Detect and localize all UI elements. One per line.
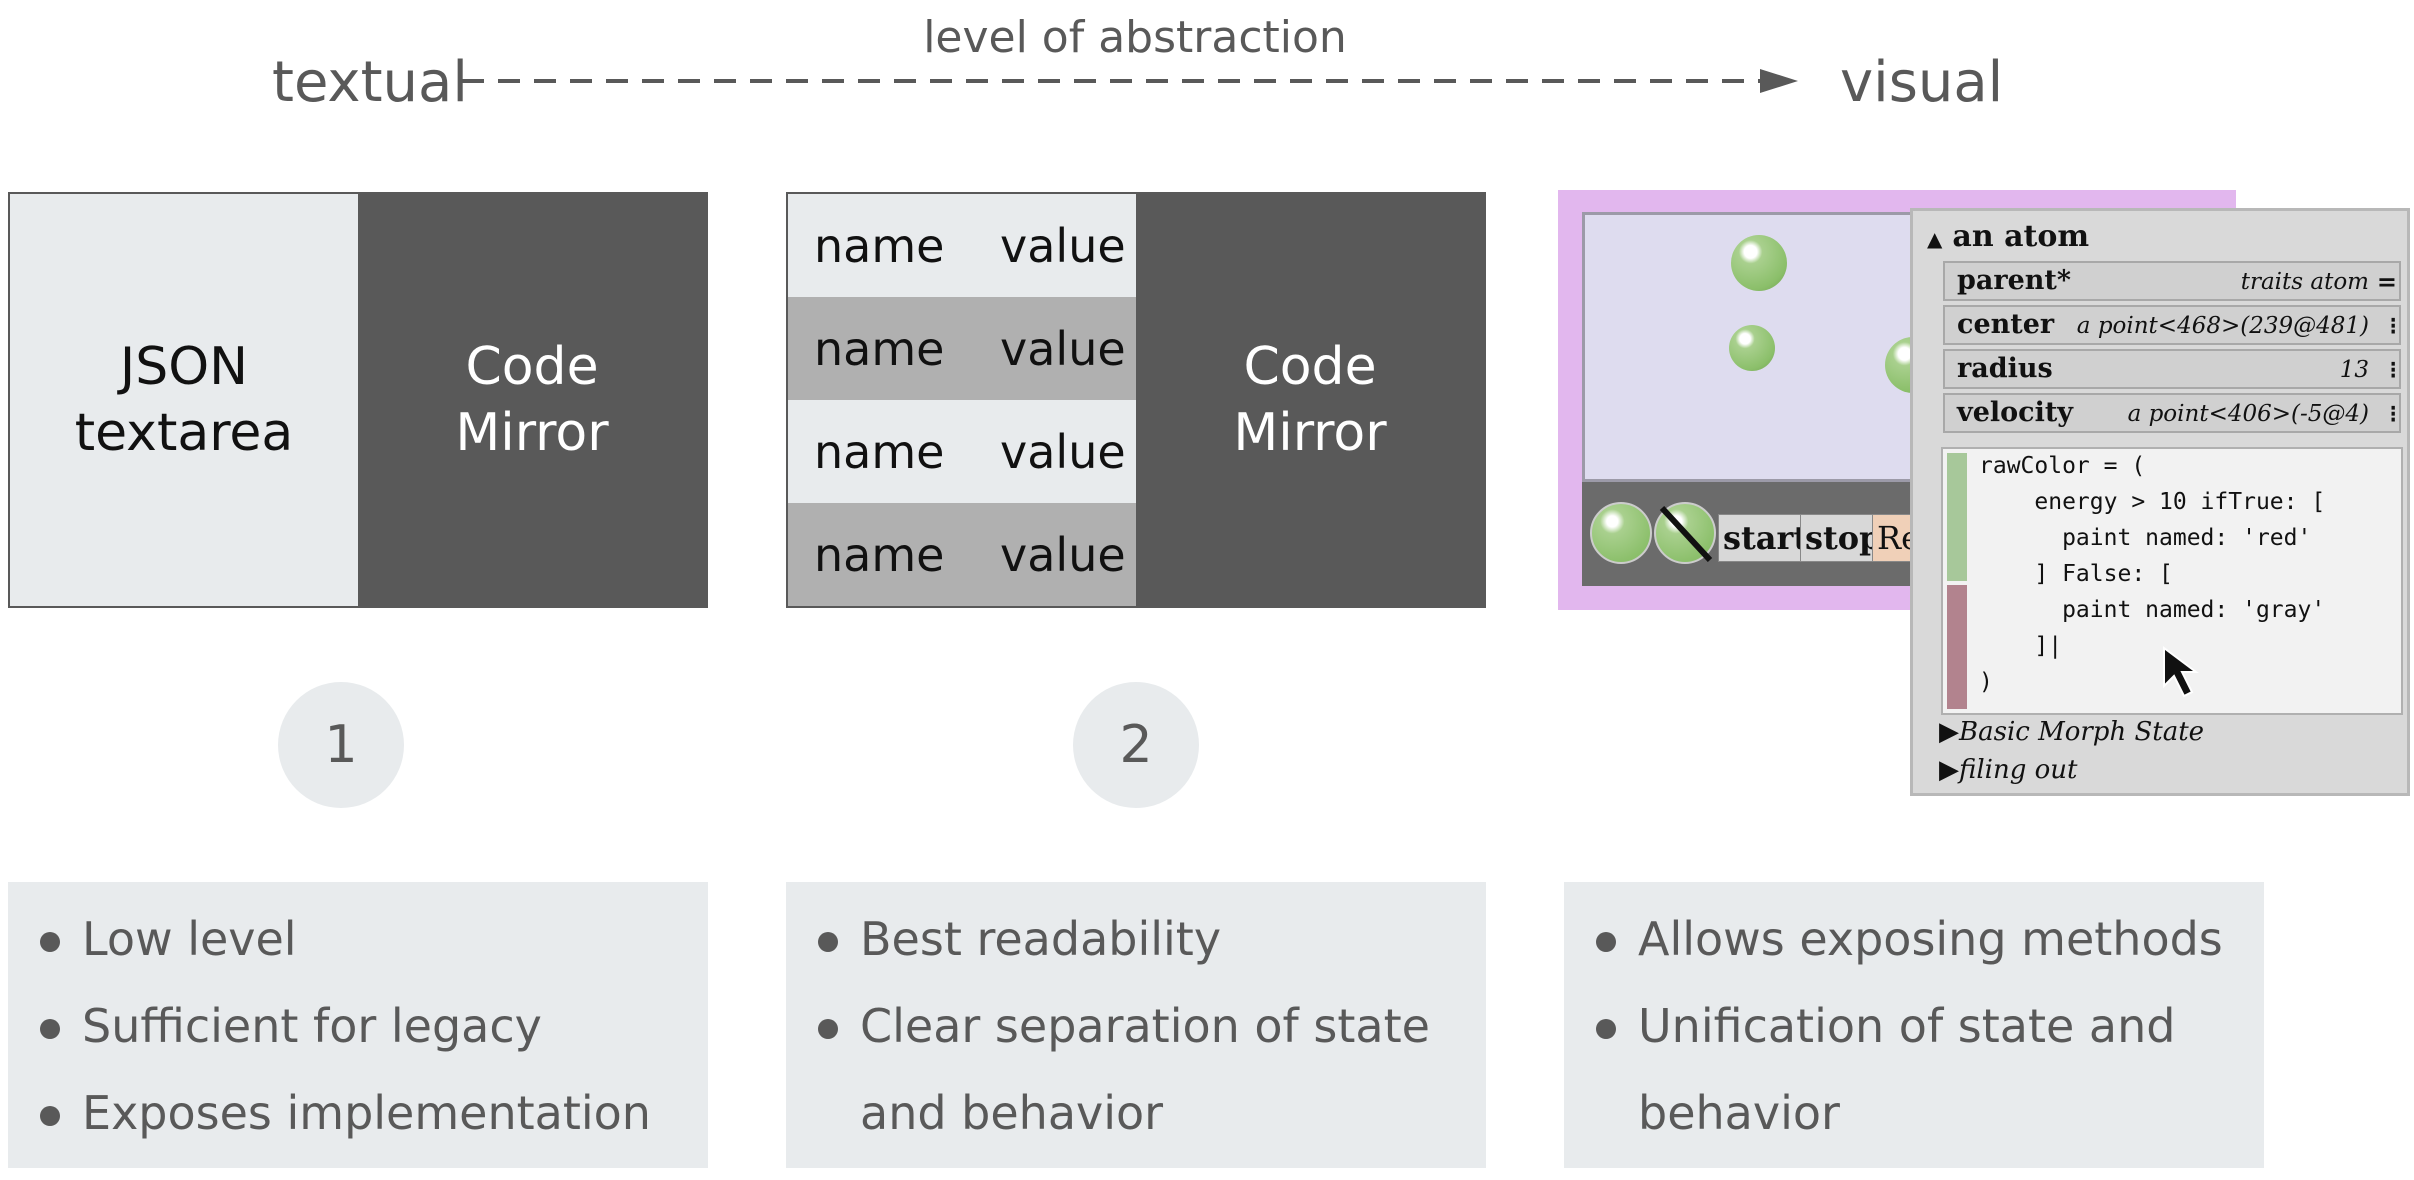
atom-ball[interactable] <box>1729 325 1775 371</box>
mouse-cursor-icon <box>2163 646 2199 698</box>
row-name: name <box>814 218 945 273</box>
bullet-dot-icon <box>818 932 838 952</box>
slot-name: center <box>1957 309 2055 340</box>
step-number-1: 1 <box>278 682 404 808</box>
expand-triangle-icon[interactable]: ▶ <box>1939 717 1959 747</box>
bullet-item-continued: and behavior <box>860 1086 1164 1140</box>
bullet-item: Allows exposing methods <box>1638 912 2223 966</box>
inspector-title[interactable]: ▲ an atom <box>1927 219 2089 254</box>
key-value-row: name value <box>788 503 1136 606</box>
slot-menu-icon[interactable]: ⁝ <box>2389 355 2397 384</box>
key-value-table: name value name value name value name va… <box>788 194 1136 606</box>
row-name: name <box>814 424 945 479</box>
bullet-dot-icon <box>1596 932 1616 952</box>
wall-tool-icon[interactable] <box>1654 502 1716 564</box>
row-name: name <box>814 321 945 376</box>
bullet-dot-icon <box>40 1019 60 1039</box>
code-line: ]| <box>1979 633 2063 659</box>
slot-value: 13 <box>2339 357 2369 383</box>
bullet-item: Best readability <box>860 912 1222 966</box>
code-line: ) <box>1979 669 1993 695</box>
slot-menu-icon[interactable]: ⁝ <box>2389 311 2397 340</box>
start-button[interactable]: start <box>1718 514 1814 562</box>
object-inspector: ▲ an atom parent* traits atom = center a … <box>1910 208 2410 796</box>
bullet-item: Sufficient for legacy <box>82 999 542 1053</box>
bullet-item: Unification of state and <box>1638 999 2176 1053</box>
code-line: energy > 10 ifTrue: [ <box>1979 489 2326 515</box>
codemirror-label: Code Mirror <box>1233 337 1387 463</box>
abstraction-arrow <box>462 69 1798 93</box>
code-line: rawColor = ( <box>1979 453 2146 479</box>
slot-name: parent* <box>1957 265 2071 296</box>
bullet-list-2: Best readability Clear separation of sta… <box>786 882 1486 1168</box>
codemirror-block: Code Mirror <box>1136 194 1484 606</box>
collapse-triangle-icon[interactable]: ▲ <box>1927 227 1943 251</box>
key-value-row: name value <box>788 400 1136 503</box>
bullet-item: Low level <box>82 912 297 966</box>
key-value-row: name value <box>788 297 1136 400</box>
bullet-item-continued: behavior <box>1638 1086 1840 1140</box>
axis-left-label: textual <box>272 50 468 115</box>
panel-key-value: name value name value name value name va… <box>786 192 1486 608</box>
bullet-list-1: Low level Sufficient for legacy Exposes … <box>8 882 708 1168</box>
slot-value: traits atom <box>2240 269 2369 295</box>
slot-radius[interactable]: radius 13 ⁝ <box>1943 349 2401 389</box>
bullet-item: Clear separation of state <box>860 999 1430 1053</box>
cancel-bar[interactable] <box>1947 585 1967 709</box>
row-value: value <box>1000 218 1126 273</box>
section-label: Basic Morph State <box>1959 717 2205 747</box>
row-name: name <box>814 527 945 582</box>
bullet-dot-icon <box>40 1106 60 1126</box>
slot-center[interactable]: center a point<468>(239@481) ⁝ <box>1943 305 2401 345</box>
bullet-list-3: Allows exposing methods Unification of s… <box>1564 882 2264 1168</box>
key-value-row: name value <box>788 194 1136 297</box>
slot-value: a point<406>(-5@4) <box>2127 401 2369 427</box>
axis-title: level of abstraction <box>923 12 1347 63</box>
axis-right-label: visual <box>1840 50 2004 115</box>
inspector-title-text: an atom <box>1952 219 2090 254</box>
json-textarea-label: JSON textarea <box>74 337 294 463</box>
slot-velocity[interactable]: velocity a point<406>(-5@4) ⁝ <box>1943 393 2401 433</box>
panel-json-textarea: JSON textarea Code Mirror <box>8 192 708 608</box>
bullet-dot-icon <box>818 1019 838 1039</box>
slot-menu-icon[interactable]: = <box>2376 267 2397 296</box>
step-number-2: 2 <box>1073 682 1199 808</box>
slot-menu-icon[interactable]: ⁝ <box>2389 399 2397 428</box>
slot-name: velocity <box>1957 397 2073 428</box>
expand-triangle-icon[interactable]: ▶ <box>1939 755 1959 785</box>
code-line: paint named: 'gray' <box>1979 597 2326 623</box>
section-basic-morph-state[interactable]: ▶Basic Morph State <box>1939 717 2204 747</box>
code-line: paint named: 'red' <box>1979 525 2312 551</box>
bullet-item: Exposes implementation <box>82 1086 651 1140</box>
slot-name: radius <box>1957 353 2053 384</box>
section-label: filing out <box>1959 755 2078 785</box>
slot-parent[interactable]: parent* traits atom = <box>1943 261 2401 301</box>
json-textarea-block: JSON textarea <box>10 194 358 606</box>
code-line: ] False: [ <box>1979 561 2173 587</box>
row-value: value <box>1000 424 1126 479</box>
codemirror-block: Code Mirror <box>358 194 706 606</box>
slot-value: a point<468>(239@481) <box>2076 313 2369 339</box>
row-value: value <box>1000 527 1126 582</box>
codemirror-label: Code Mirror <box>455 337 609 463</box>
row-value: value <box>1000 321 1126 376</box>
bullet-dot-icon <box>40 932 60 952</box>
atom-ball[interactable] <box>1731 235 1787 291</box>
bullet-dot-icon <box>1596 1019 1616 1039</box>
atom-tool-icon[interactable] <box>1590 502 1652 564</box>
section-filing-out[interactable]: ▶filing out <box>1939 755 2077 785</box>
accept-bar[interactable] <box>1947 453 1967 581</box>
